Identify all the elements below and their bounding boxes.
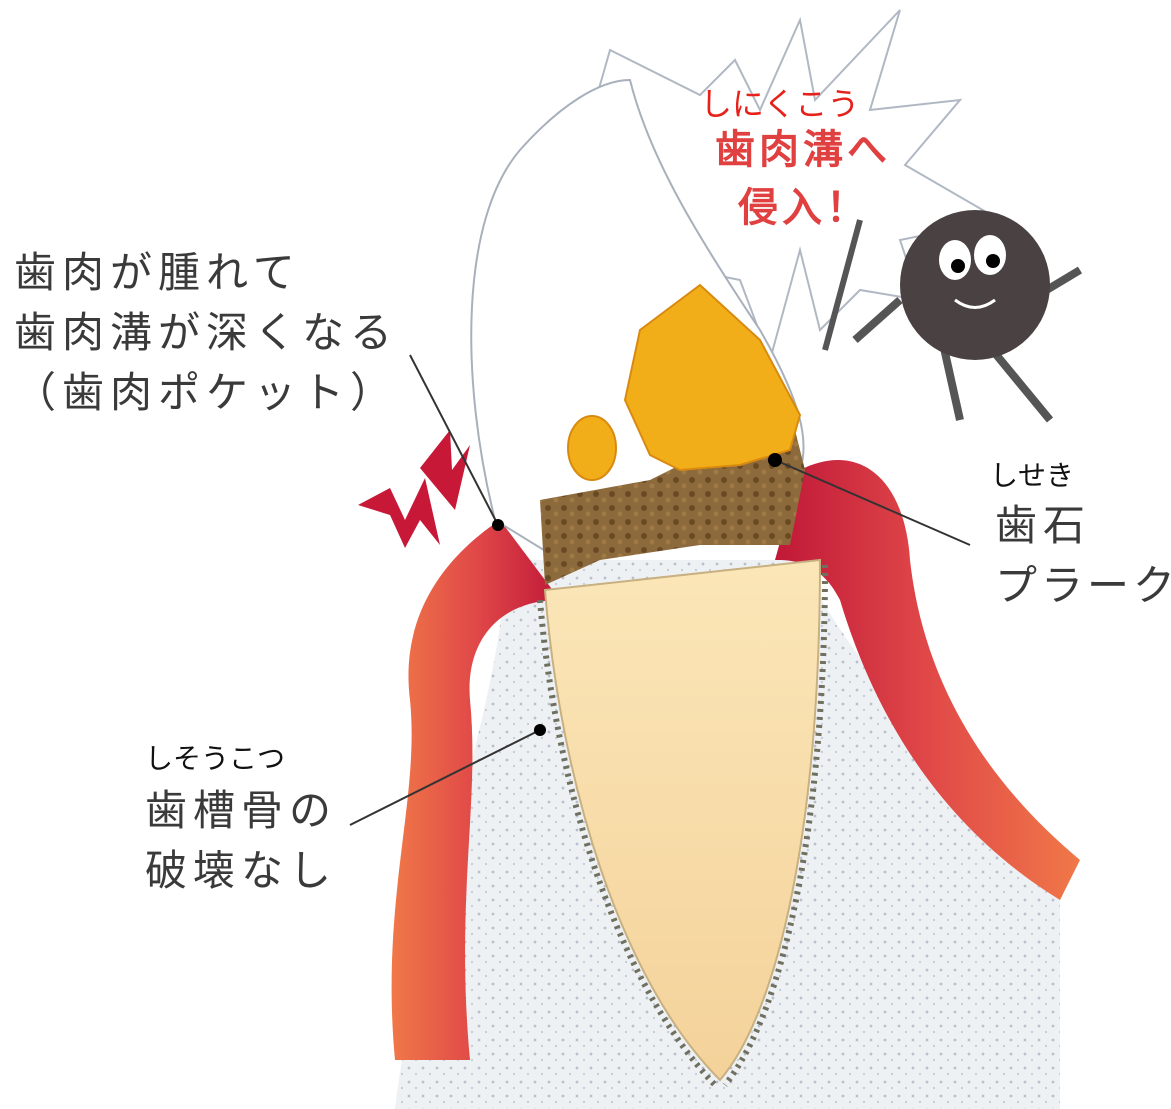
pain-mark-icon — [358, 478, 440, 548]
gum-swell-line1: 歯肉が腫れて — [14, 252, 301, 294]
gum-swell-line2: 歯肉溝が深くなる — [14, 312, 398, 354]
plaque-fragment — [568, 416, 616, 480]
calculus-line1: 歯石 — [995, 505, 1091, 547]
calculus-line2: プラーク — [995, 565, 1171, 607]
marker-gum — [492, 519, 504, 531]
invasion-line1: 歯肉溝へ — [715, 130, 891, 170]
marker-calculus — [768, 453, 782, 467]
invasion-ruby: しにくこう — [700, 88, 859, 120]
bone-line1: 歯槽骨の — [145, 790, 337, 832]
invasion-line2: 侵入！ — [738, 188, 870, 228]
calculus-ruby: しせき — [990, 462, 1074, 490]
bone-ruby: しそうこつ — [145, 745, 285, 773]
gum-swell-line3: （歯肉ポケット） — [14, 372, 398, 414]
bone-line2: 破壊なし — [145, 850, 337, 892]
marker-bone — [534, 724, 546, 736]
